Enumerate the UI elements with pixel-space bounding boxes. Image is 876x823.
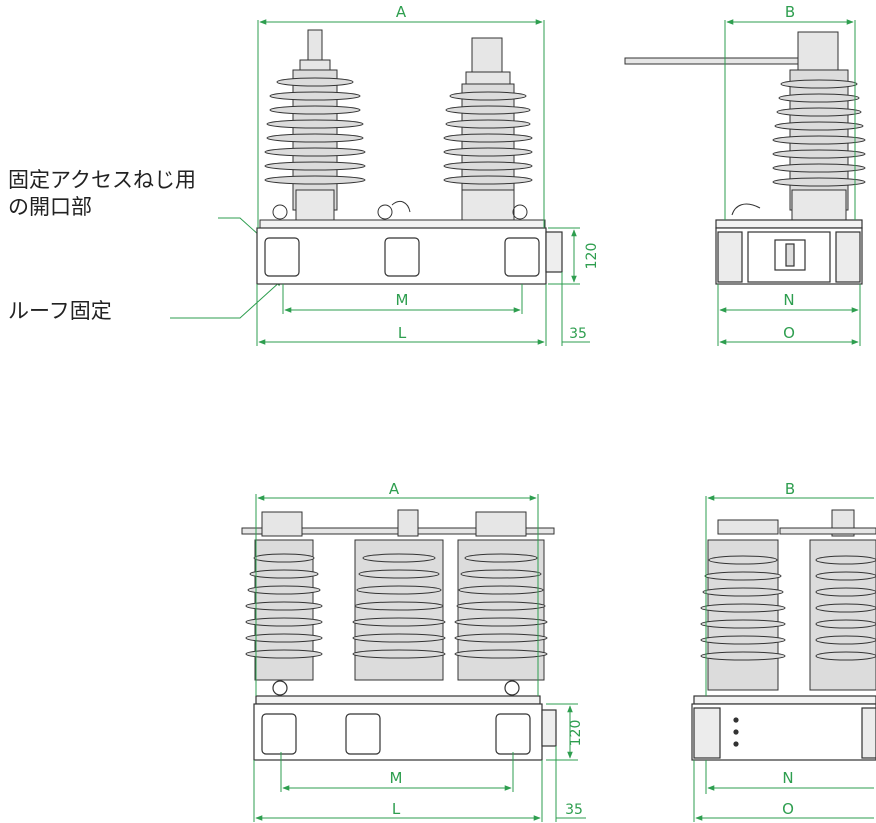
callout-access-holes-line2: の開口部 — [8, 195, 92, 220]
dim-label-b-view2: B — [785, 3, 795, 21]
dim-label-120-view3: 120 — [568, 720, 584, 747]
dim-label-o-view4: O — [782, 800, 794, 818]
dim-label-35-view3: 35 — [565, 802, 583, 818]
callout-access-holes: 固定アクセスねじ用 の開口部 — [8, 167, 196, 222]
side-insulators-bottom — [700, 509, 876, 691]
side-base — [715, 219, 863, 285]
dim-label-120-view1: 120 — [584, 243, 600, 270]
dim-label-b-view4: B — [785, 480, 795, 498]
dimension-lines-view4 — [693, 495, 874, 822]
insulators-three — [245, 539, 548, 681]
dim-label-m-view3: M — [390, 769, 403, 787]
base-box — [256, 227, 563, 285]
dimension-lines-view1 — [256, 19, 590, 346]
side-base-bottom — [691, 695, 876, 761]
view-side-three-phase: B N O — [691, 480, 876, 822]
dim-label-a-view1: A — [396, 3, 407, 21]
insulator-left — [264, 29, 366, 221]
busbar-top — [241, 509, 555, 537]
dim-label-o-view2: O — [783, 324, 795, 342]
dimension-lines-view2 — [717, 19, 861, 346]
dim-label-n-view2: N — [783, 291, 794, 309]
insulator-right — [443, 37, 533, 221]
view-front-three-phase: A M L 120 35 — [241, 480, 586, 822]
dim-label-l-view1: L — [398, 324, 407, 342]
callout-access-holes-line1: 固定アクセスねじ用 — [8, 168, 196, 192]
dim-label-35-view1: 35 — [569, 326, 587, 342]
view-front-single-phase: A M L 120 35 — [256, 3, 600, 346]
callout-roof-fixing: ルーフ固定 — [8, 299, 112, 323]
dim-label-n-view4: N — [782, 769, 793, 787]
base-box-three-phase — [253, 680, 557, 761]
side-insulator — [624, 31, 866, 221]
dimension-lines-view3 — [253, 494, 586, 822]
dim-label-m-view1: M — [396, 291, 409, 309]
dim-label-a-view3: A — [389, 480, 400, 498]
dim-label-l-view3: L — [392, 800, 401, 818]
view-side-single-phase: B N O — [624, 3, 866, 346]
